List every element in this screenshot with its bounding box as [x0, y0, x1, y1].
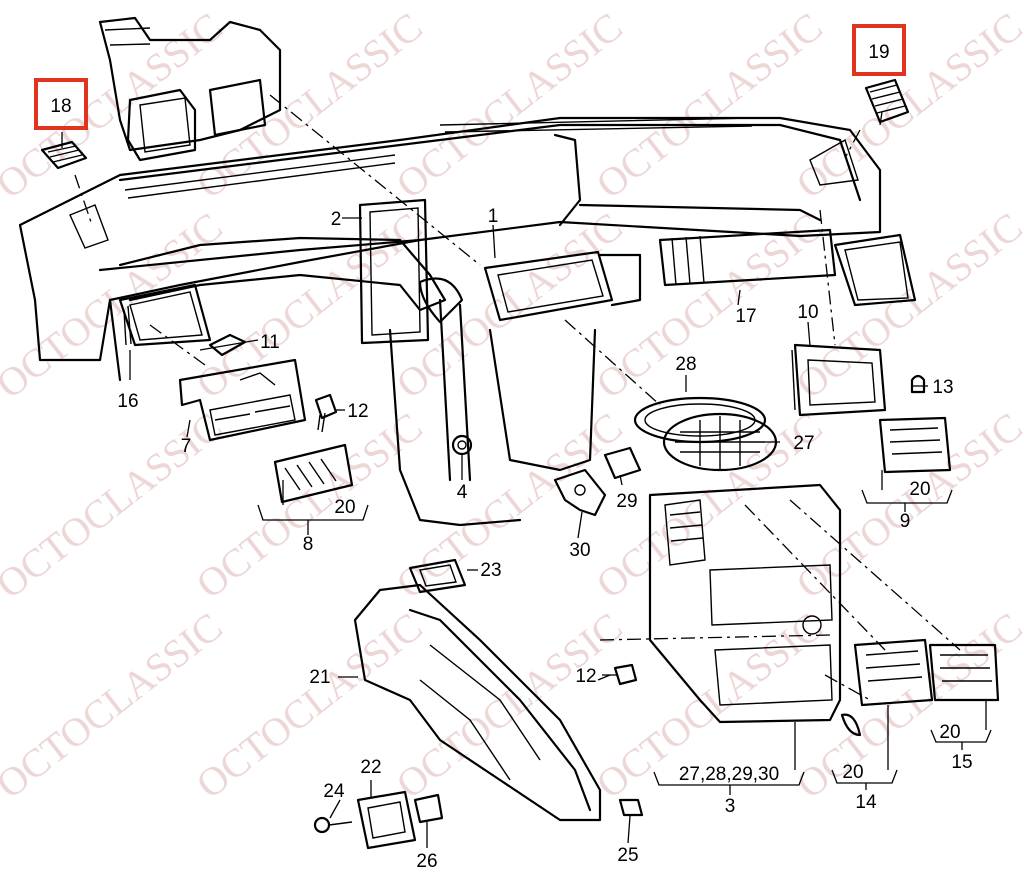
- callout-11: 11: [260, 332, 280, 353]
- part-26-nut: [413, 793, 444, 824]
- part-7-vent-frame: [178, 358, 307, 442]
- callout-1: 1: [488, 206, 499, 227]
- callout-20-console: 20: [842, 762, 863, 783]
- leader-lines: [61, 111, 928, 848]
- heater-housing-drawing: [98, 16, 282, 162]
- callout-17: 17: [735, 306, 756, 327]
- part-27-round-grille: [662, 412, 778, 472]
- callout-10: 10: [797, 302, 818, 323]
- part-29-bracket: [603, 446, 642, 480]
- part-20-vent-left: [273, 443, 354, 504]
- callout-16: 16: [117, 391, 138, 412]
- callout-28: 28: [675, 354, 696, 375]
- callout-19: 19: [868, 42, 889, 63]
- callout-4: 4: [457, 482, 468, 503]
- part-12-screw-right: [597, 663, 638, 686]
- part-2-air-duct: [118, 198, 464, 345]
- callout-29: 29: [616, 491, 637, 512]
- part-21-lower-trim: [353, 583, 602, 822]
- callout-12-right: 12: [575, 666, 596, 687]
- highlight-boxes: [34, 24, 906, 130]
- part-10-vent-outlet: [791, 343, 887, 417]
- part-16-vent-outlet: [118, 283, 212, 347]
- part-20-clip-small: [840, 713, 862, 737]
- callout-2: 2: [331, 209, 342, 230]
- part-24-screw: [313, 816, 353, 834]
- callout-20-right: 20: [909, 479, 930, 500]
- callout-7: 7: [181, 436, 192, 457]
- part-14-vent: [853, 638, 934, 707]
- callout-12-left: 12: [347, 401, 368, 422]
- part-4-knob: [451, 434, 473, 456]
- callout-3: 3: [725, 796, 736, 817]
- callout-20-left: 20: [334, 497, 355, 518]
- assembly-lines: [74, 94, 961, 701]
- callout-27-28-29-30: 27,28,29,30: [679, 764, 779, 785]
- callout-20-far-right: 20: [939, 722, 960, 743]
- highlight-box-19: [852, 24, 906, 76]
- part-19-vent-grille: [864, 78, 910, 124]
- callout-14: 14: [855, 792, 877, 813]
- part-20-vent-right: [878, 416, 952, 474]
- part-25-nut: [618, 798, 644, 817]
- callout-27: 27: [793, 433, 814, 454]
- callout-22: 22: [360, 757, 381, 778]
- part-15-vent: [928, 643, 1000, 702]
- callout-23: 23: [480, 560, 501, 581]
- callout-8: 8: [303, 534, 314, 555]
- part-30-lever: [553, 468, 607, 517]
- callout-13: 13: [932, 377, 953, 398]
- part-3-center-console: [648, 483, 842, 724]
- part-1-center-nozzle: [483, 250, 642, 322]
- callout-30: 30: [569, 540, 590, 561]
- callout-24: 24: [323, 781, 345, 802]
- callout-9: 9: [900, 511, 911, 532]
- callout-25: 25: [617, 845, 638, 866]
- part-17-flex-hose: [658, 228, 917, 307]
- callout-18: 18: [50, 96, 71, 117]
- part-12-screw-left: [314, 393, 338, 433]
- group-brackets: [257, 470, 992, 795]
- part-23-gasket: [408, 558, 467, 594]
- callout-21: 21: [309, 667, 330, 688]
- callout-26: 26: [416, 851, 437, 872]
- highlight-box-18: [34, 78, 88, 130]
- part-22-switch-panel: [356, 790, 417, 850]
- callout-15: 15: [951, 752, 972, 773]
- callout-labels: 18 19 1 2 17 10 13 11 12 16 7 28 27 29 3…: [50, 42, 972, 872]
- part-13-clip: [910, 374, 926, 394]
